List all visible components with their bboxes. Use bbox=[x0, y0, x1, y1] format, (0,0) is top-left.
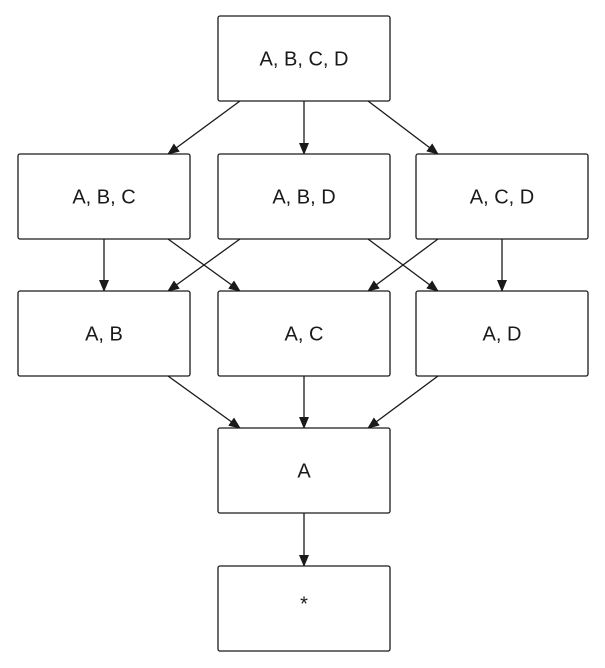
node-label: A bbox=[297, 461, 311, 483]
node-acd: A, C, D bbox=[415, 153, 589, 240]
edge-abd-to-ab bbox=[167, 238, 241, 292]
edge-ab-to-a bbox=[167, 375, 241, 429]
node-abd: A, B, D bbox=[217, 153, 391, 240]
edge-acd-to-ac bbox=[367, 238, 439, 292]
node-box bbox=[217, 427, 391, 514]
node-box bbox=[217, 153, 391, 240]
node-label: A, B bbox=[85, 324, 123, 346]
node-ab: A, B bbox=[17, 290, 191, 377]
node-box bbox=[217, 565, 391, 652]
edges bbox=[99, 100, 507, 567]
node-ad: A, D bbox=[415, 290, 589, 377]
node-box bbox=[17, 290, 191, 377]
node-box bbox=[415, 153, 589, 240]
node-label: A, B, C, D bbox=[260, 49, 349, 71]
node-label: A, B, C bbox=[72, 187, 135, 209]
node-box bbox=[217, 15, 391, 102]
edge-abcd-to-acd bbox=[367, 100, 439, 155]
node-label: A, B, D bbox=[272, 187, 335, 209]
nodes: A, B, C, D A, B, C A, B, D A, C, D A, B A, C A… bbox=[17, 15, 589, 652]
node-box bbox=[17, 153, 191, 240]
node-ac: A, C bbox=[217, 290, 391, 377]
node-label: A, D bbox=[483, 324, 522, 346]
edge-ad-to-a bbox=[367, 375, 439, 429]
node-label: A, C, D bbox=[470, 187, 534, 209]
node-abc: A, B, C bbox=[17, 153, 191, 240]
node-label: * bbox=[300, 594, 308, 616]
node-box bbox=[217, 290, 391, 377]
node-box bbox=[415, 290, 589, 377]
node-a: A bbox=[217, 427, 391, 514]
edge-abcd-to-abc bbox=[167, 100, 241, 155]
node-star: * bbox=[217, 565, 391, 652]
node-label: A, C bbox=[285, 324, 324, 346]
node-abcd: A, B, C, D bbox=[217, 15, 391, 102]
